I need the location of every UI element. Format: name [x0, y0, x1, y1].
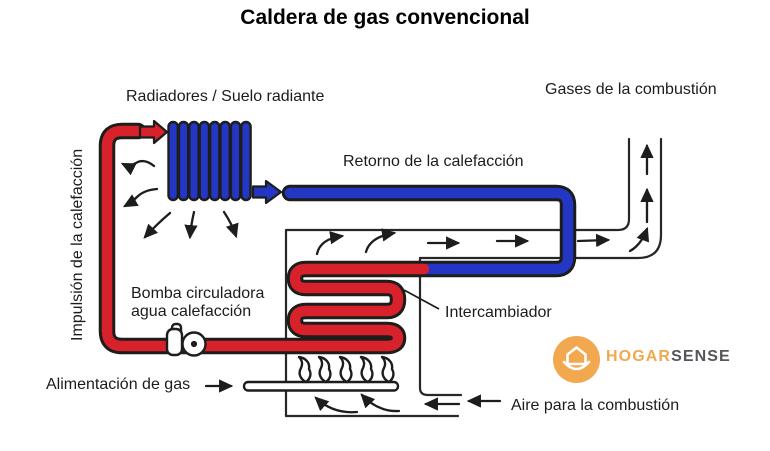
return-pipe-cold [284, 187, 574, 275]
hogarsense-logo-text: HOGARSENSE [606, 348, 731, 366]
logo-word-hogar: HOGAR [606, 348, 672, 365]
radiators-label: Radiadores / Suelo radiante [126, 88, 325, 105]
heat-exchanger-label: Intercambiador [445, 304, 552, 321]
circulator-pump [165, 322, 207, 357]
supply-pipe-label: Impulsión de la calefacción [69, 148, 86, 342]
flame-icon [338, 355, 353, 384]
heat-exchanger-pointer-line [403, 289, 440, 310]
pump-label-line1: Bomba circuladora [131, 285, 265, 302]
home-icon [562, 346, 591, 371]
pump-label-line2: agua calefacción [131, 303, 252, 320]
radiator-coil [167, 120, 252, 202]
return-pipe-label: Retorno de la calefacción [343, 153, 524, 170]
page-title: Caldera de gas convencional [240, 6, 530, 29]
supply-flow-arrow [138, 119, 169, 145]
hogarsense-logo-icon [553, 336, 600, 383]
combustion-air-label: Aire para la combustión [511, 397, 680, 414]
radiator-heat-arrows [120, 159, 239, 240]
flue-gases-label: Gases de la combustión [545, 81, 717, 98]
pump-label: Bomba circuladora agua calefacción [131, 285, 264, 321]
gas-channel-bottom-and-flue-outer [418, 137, 663, 260]
flue-gas-arrows [315, 143, 654, 256]
logo-word-sense: SENSE [671, 348, 731, 365]
return-flow-arrow [251, 179, 283, 205]
flame-icon [380, 355, 395, 384]
flame-icon [297, 355, 312, 384]
flame-icon [317, 355, 332, 384]
burner-flames [297, 355, 395, 384]
boiler-left-top-and-flue-inner [284, 137, 631, 418]
boiler-casing [284, 137, 663, 418]
combustion-air-arrows [314, 393, 502, 414]
burner-gas-rail [242, 380, 400, 392]
heat-exchanger-and-supply-pipe-hot [101, 125, 430, 352]
inner-wall-air-duct [418, 256, 463, 397]
gas-supply-label: Alimentación de gas [46, 376, 191, 393]
flame-icon [359, 355, 374, 384]
